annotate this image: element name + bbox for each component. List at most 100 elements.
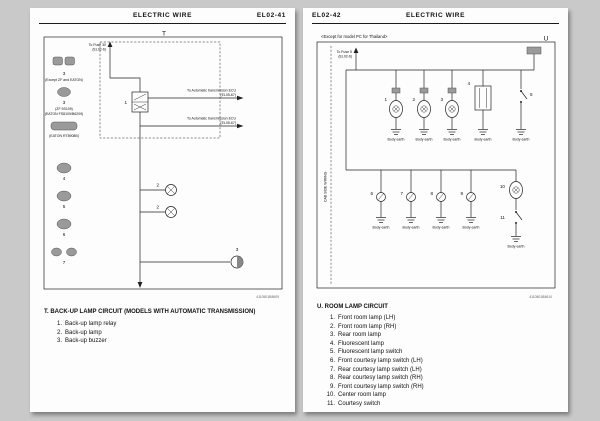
legend-item: 3. Rear room lamp — [323, 331, 564, 340]
legend-item: 3. Back-up buzzer — [50, 337, 291, 346]
legend-item: 4. Fluorescent lamp — [323, 340, 564, 349]
backup-lamp-relay-symbol — [131, 91, 149, 113]
variant-label-1: (Except ZF and EATON) — [45, 78, 83, 82]
front-courtesy-switch-rh — [466, 170, 476, 223]
legend-label: Rear courtesy lamp switch (LH) — [338, 366, 422, 373]
component-number-lamp1: 2 — [156, 183, 159, 188]
component-number-lamp2: 2 — [156, 205, 159, 210]
body-earth-label: Body earth — [475, 138, 492, 142]
variant-label-2: (ZF 9S109) — [55, 107, 73, 111]
legend-label: Back-up lamp relay — [65, 321, 117, 327]
legend-number: 1. — [56, 321, 62, 327]
legend-item: 2. Back-up lamp — [50, 329, 291, 338]
component-legend: 1. Front room lamp (LH) 2. Front room la… — [323, 314, 564, 409]
backup-buzzer-symbol — [230, 255, 244, 269]
component-number-11: 11 — [500, 215, 505, 220]
rear-courtesy-switch-lh — [406, 170, 416, 223]
ecu-note-1-ref: (EL05-67) — [220, 93, 236, 97]
legend-number: 11. — [327, 400, 335, 407]
fuse-note-ref: (EL02-6) — [92, 48, 106, 52]
backup-lamp-symbol-1 — [165, 184, 177, 196]
legend-label: Fluorescent lamp switch — [338, 349, 403, 356]
legend-item: 5. Fluorescent lamp switch — [323, 348, 564, 357]
connector-number-4: 4 — [63, 176, 66, 181]
connector-icon-7 — [51, 247, 77, 257]
legend-item: 7. Rear courtesy lamp switch (LH) — [323, 366, 564, 375]
body-earth-label: Body earth — [416, 138, 433, 142]
component-number-7: 7 — [400, 191, 403, 196]
legend-label: Front room lamp (LH) — [338, 315, 396, 321]
feed-connector — [526, 46, 542, 70]
legend-number: 5. — [329, 349, 335, 356]
header-title: ELECTRIC WIRE — [405, 12, 466, 19]
backup-lamp-circuit-diagram: T To Fuse 30 (EL02-6) 1 To Automatic tra… — [43, 31, 283, 299]
component-number-9: 9 — [460, 191, 463, 196]
legend-item: 11. Courtesy switch — [323, 400, 564, 409]
legend-label: Front room lamp (RH) — [338, 323, 397, 330]
legend-item: 2. Front room lamp (RH) — [323, 323, 564, 332]
legend-label: Front courtesy lamp switch (RH) — [338, 383, 424, 390]
body-earth-label: Body earth — [513, 138, 530, 142]
connector-icon-3 — [50, 121, 78, 131]
section-letter: U — [544, 36, 549, 43]
manual-page-left: ELECTRIC WIRE EL02-41 T To Fuse 30 (EL02… — [30, 8, 295, 412]
rear-room-lamp — [445, 70, 459, 135]
legend-label: Rear courtesy lamp switch (RH) — [338, 375, 423, 382]
body-earth-label: Body earth — [463, 226, 480, 230]
page-header: ELECTRIC WIRE EL02-41 — [39, 12, 286, 24]
legend-label: Front courtesy lamp switch (LH) — [338, 357, 423, 364]
legend-item: 6. Front courtesy lamp switch (LH) — [323, 357, 564, 366]
body-earth-label: Body earth — [508, 245, 525, 249]
component-number-2: 2 — [412, 97, 415, 102]
legend-number: 1. — [329, 315, 335, 321]
legend-label: Rear room lamp — [338, 332, 382, 339]
legend-item: 9. Front courtesy lamp switch (RH) — [323, 383, 564, 392]
component-number-10: 10 — [500, 184, 506, 189]
component-number-3: 3 — [440, 97, 443, 102]
cab-side-wiring-label: CAB SIDE WIRING — [324, 171, 328, 202]
component-number-buzzer: 3 — [236, 247, 239, 252]
connector-icon-6 — [56, 218, 72, 230]
front-courtesy-switch-lh — [376, 170, 386, 223]
page-code: EL02-42 — [312, 12, 342, 19]
body-earth-label: Body earth — [388, 138, 405, 142]
connector-icon-4 — [56, 162, 72, 174]
ecu-note-1: To Automatic transmission ECU — [187, 89, 236, 93]
connector-number-3b: 3 — [63, 100, 66, 105]
circuit-caption: T. BACK-UP LAMP CIRCUIT (MODELS WITH AUT… — [44, 309, 256, 315]
ecu-note-2: To Automatic transmission ECU — [187, 117, 236, 121]
page-code: EL02-41 — [256, 12, 286, 19]
backup-lamp-symbol-2 — [165, 206, 177, 218]
legend-item: 8. Rear courtesy lamp switch (RH) — [323, 374, 564, 383]
legend-item: 1. Front room lamp (LH) — [323, 314, 564, 323]
component-number-1: 1 — [384, 97, 387, 102]
legend-number: 3. — [329, 332, 335, 339]
legend-item: 1. Back-up lamp relay — [50, 320, 291, 329]
legend-label: Fluorescent lamp — [338, 340, 385, 347]
body-earth-label: Body earth — [373, 226, 390, 230]
page-header: EL02-42 ELECTRIC WIRE — [312, 12, 559, 24]
connector-number-5: 5 — [63, 204, 66, 209]
legend-label: Back-up buzzer — [65, 338, 107, 345]
connector-icon-pair-1 — [52, 56, 75, 66]
model-note: <Except for model PC for Thailand> — [321, 34, 388, 39]
section-letter: T — [162, 31, 166, 38]
front-room-lamp-lh — [389, 70, 403, 135]
connector-number-3a: 3 — [63, 71, 66, 76]
legend-label: Back-up lamp — [65, 329, 102, 336]
variant-label-4: (EATON RT8908B) — [49, 134, 79, 138]
diagram-border — [43, 36, 283, 290]
body-earth-label: Body earth — [444, 138, 461, 142]
component-number-8: 8 — [430, 191, 433, 196]
legend-number: 4. — [329, 340, 335, 347]
component-number-relay: 1 — [124, 100, 127, 105]
rear-courtesy-switch-rh — [436, 170, 446, 223]
component-legend: 1. Back-up lamp relay 2. Back-up lamp 3.… — [50, 320, 291, 346]
component-number-4: 4 — [467, 81, 470, 86]
exit-arrow-down — [137, 262, 143, 288]
room-lamp-circuit-diagram: <Except for model PC for Thailand> U CAB… — [316, 34, 556, 299]
legend-label: Courtesy switch — [338, 400, 381, 407]
fuse-note: To Fuse 30 — [89, 43, 106, 47]
header-title: ELECTRIC WIRE — [132, 12, 193, 19]
courtesy-switch-symbol — [511, 211, 523, 242]
